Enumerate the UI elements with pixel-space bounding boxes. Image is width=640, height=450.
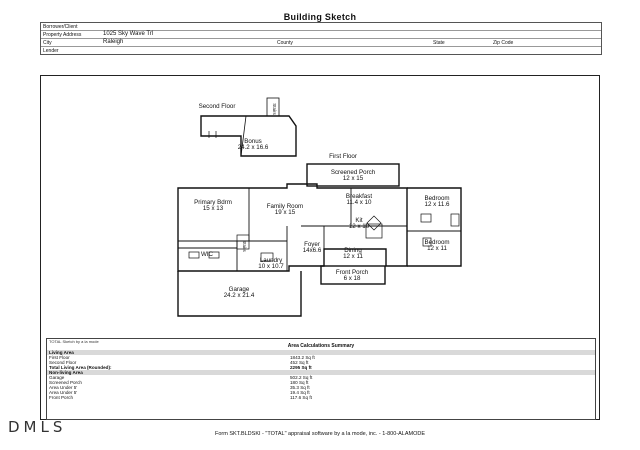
- area-row: Area Under 5' 19.4 Sq ft: [47, 390, 595, 395]
- laundry-label: Laundry: [260, 257, 283, 264]
- borrower-row: Borrower/Client: [41, 23, 601, 31]
- area-row: Total Living Area (Rounded): 2295 Sq ft: [47, 365, 595, 370]
- area-row: Area Under 5' 35.3 Sq ft: [47, 385, 595, 390]
- screened-porch-label: Screened Porch: [331, 169, 376, 176]
- area-row-label: Area Under 5': [49, 390, 78, 395]
- lender-row: Lender: [41, 47, 601, 54]
- front-porch-dim: 6 x 18: [344, 275, 361, 282]
- kit-dim: 12 x 10: [349, 223, 370, 230]
- area-row-value: 2295 Sq ft: [290, 365, 312, 370]
- area-row-label: Garage: [49, 375, 65, 380]
- screened-porch-dim: 12 x 15: [343, 175, 364, 182]
- primary-bdrm-dim: 15 x 13: [203, 205, 224, 212]
- address-row: Property Address 1025 Sky Wave Trl: [41, 31, 601, 39]
- sketch-caption: TOTAL Sketch by a la mode: [49, 339, 99, 344]
- area-row-label: Second Floor: [49, 360, 77, 365]
- breakfast-dim: 11.4 x 10: [347, 199, 373, 206]
- area-row: Non-living Area: [47, 370, 595, 375]
- kit-label: Kit: [355, 217, 363, 224]
- city-value: Raleigh: [103, 39, 124, 45]
- family-room-label: Family Room: [267, 203, 303, 210]
- dining-label: Dining: [344, 247, 362, 254]
- stairs-label-lower: Stairs: [242, 240, 247, 252]
- area-row-value: 19.4 Sq ft: [290, 390, 310, 395]
- area-row: Front Porch 117.6 Sq ft: [47, 395, 595, 400]
- zip-label: Zip Code: [493, 40, 514, 46]
- dining-dim: 12 x 11: [343, 253, 363, 260]
- bedroom-1-label: Bedroom: [424, 195, 449, 202]
- foyer-dim: 14x6.6: [303, 247, 322, 254]
- bedroom-2-dim: 12 x 11: [427, 245, 447, 252]
- county-label: County: [277, 40, 293, 46]
- address-value: 1025 Sky Wave Trl: [103, 31, 154, 37]
- page-title: Building Sketch: [283, 12, 357, 22]
- area-row-value: 1843.2 Sq ft: [290, 355, 315, 360]
- garage-dim: 24.2 x 21.4: [224, 292, 255, 299]
- area-row-label: Area Under 5': [49, 385, 78, 390]
- form-footer: Form SKT.BLDSKI - "TOTAL" appraisal soft…: [214, 431, 426, 437]
- area-row-label: First Floor: [49, 355, 70, 360]
- front-porch-label: Front Porch: [336, 269, 369, 276]
- bedroom-1-dim: 12 x 11.6: [425, 201, 451, 208]
- area-row: Garage 502.2 Sq ft: [47, 375, 595, 380]
- city-row: City Raleigh County State Zip Code: [41, 39, 601, 47]
- area-row-label: Front Porch: [49, 395, 73, 400]
- area-row: First Floor 1843.2 Sq ft: [47, 355, 595, 360]
- lender-label: Lender: [43, 48, 59, 54]
- wic-label: WIC: [201, 251, 214, 258]
- address-label: Property Address: [43, 32, 82, 38]
- area-row-label: Living Area: [49, 350, 74, 355]
- area-row: Living Area: [47, 350, 595, 355]
- borrower-label: Borrower/Client: [43, 24, 78, 30]
- laundry-dim: 10 x 10.7: [258, 263, 284, 270]
- bonus-dim: 24.2 x 16.6: [238, 144, 269, 151]
- area-calculations-summary: TOTAL Sketch by a la mode Area Calculati…: [46, 338, 596, 420]
- area-row: Second Floor 452 Sq ft: [47, 360, 595, 365]
- property-header-table: Borrower/Client Property Address 1025 Sk…: [40, 22, 602, 55]
- first-floor-label: First Floor: [329, 153, 357, 160]
- bonus-label: Bonus: [244, 138, 262, 145]
- area-row-label: Screened Porch: [49, 380, 82, 385]
- area-row-value: 452 Sq ft: [290, 360, 309, 365]
- foyer-label: Foyer: [304, 241, 320, 248]
- second-floor-label: Second Floor: [199, 103, 236, 110]
- floor-plan-drawing: Second Floor Bonus 24.2 x 16.6 First Flo…: [177, 97, 462, 317]
- area-row: Screened Porch 180 Sq ft: [47, 380, 595, 385]
- state-label: State: [433, 40, 445, 46]
- bedroom-2-label: Bedroom: [424, 239, 449, 246]
- family-room-dim: 19 x 15: [275, 209, 296, 216]
- breakfast-label: Breakfast: [346, 193, 372, 200]
- area-row-value: 117.6 Sq ft: [290, 395, 312, 400]
- city-label: City: [43, 40, 52, 46]
- area-row-label: Total Living Area (Rounded):: [49, 365, 112, 370]
- sketch-sheet: Second Floor Bonus 24.2 x 16.6 First Flo…: [40, 75, 600, 420]
- area-row-value: 35.3 Sq ft: [290, 385, 310, 390]
- garage-label: Garage: [229, 286, 250, 293]
- area-row-value: 502.2 Sq ft: [290, 375, 313, 380]
- area-summary-heading: Area Calculations Summary: [287, 343, 355, 349]
- area-row-label: Non-living Area: [49, 370, 83, 375]
- area-row-value: 180 Sq ft: [290, 380, 309, 385]
- dmls-logo: DMLS: [8, 418, 67, 436]
- primary-bdrm-label: Primary Bdrm: [194, 199, 232, 206]
- stairs-label-upper: Stairs: [272, 103, 277, 115]
